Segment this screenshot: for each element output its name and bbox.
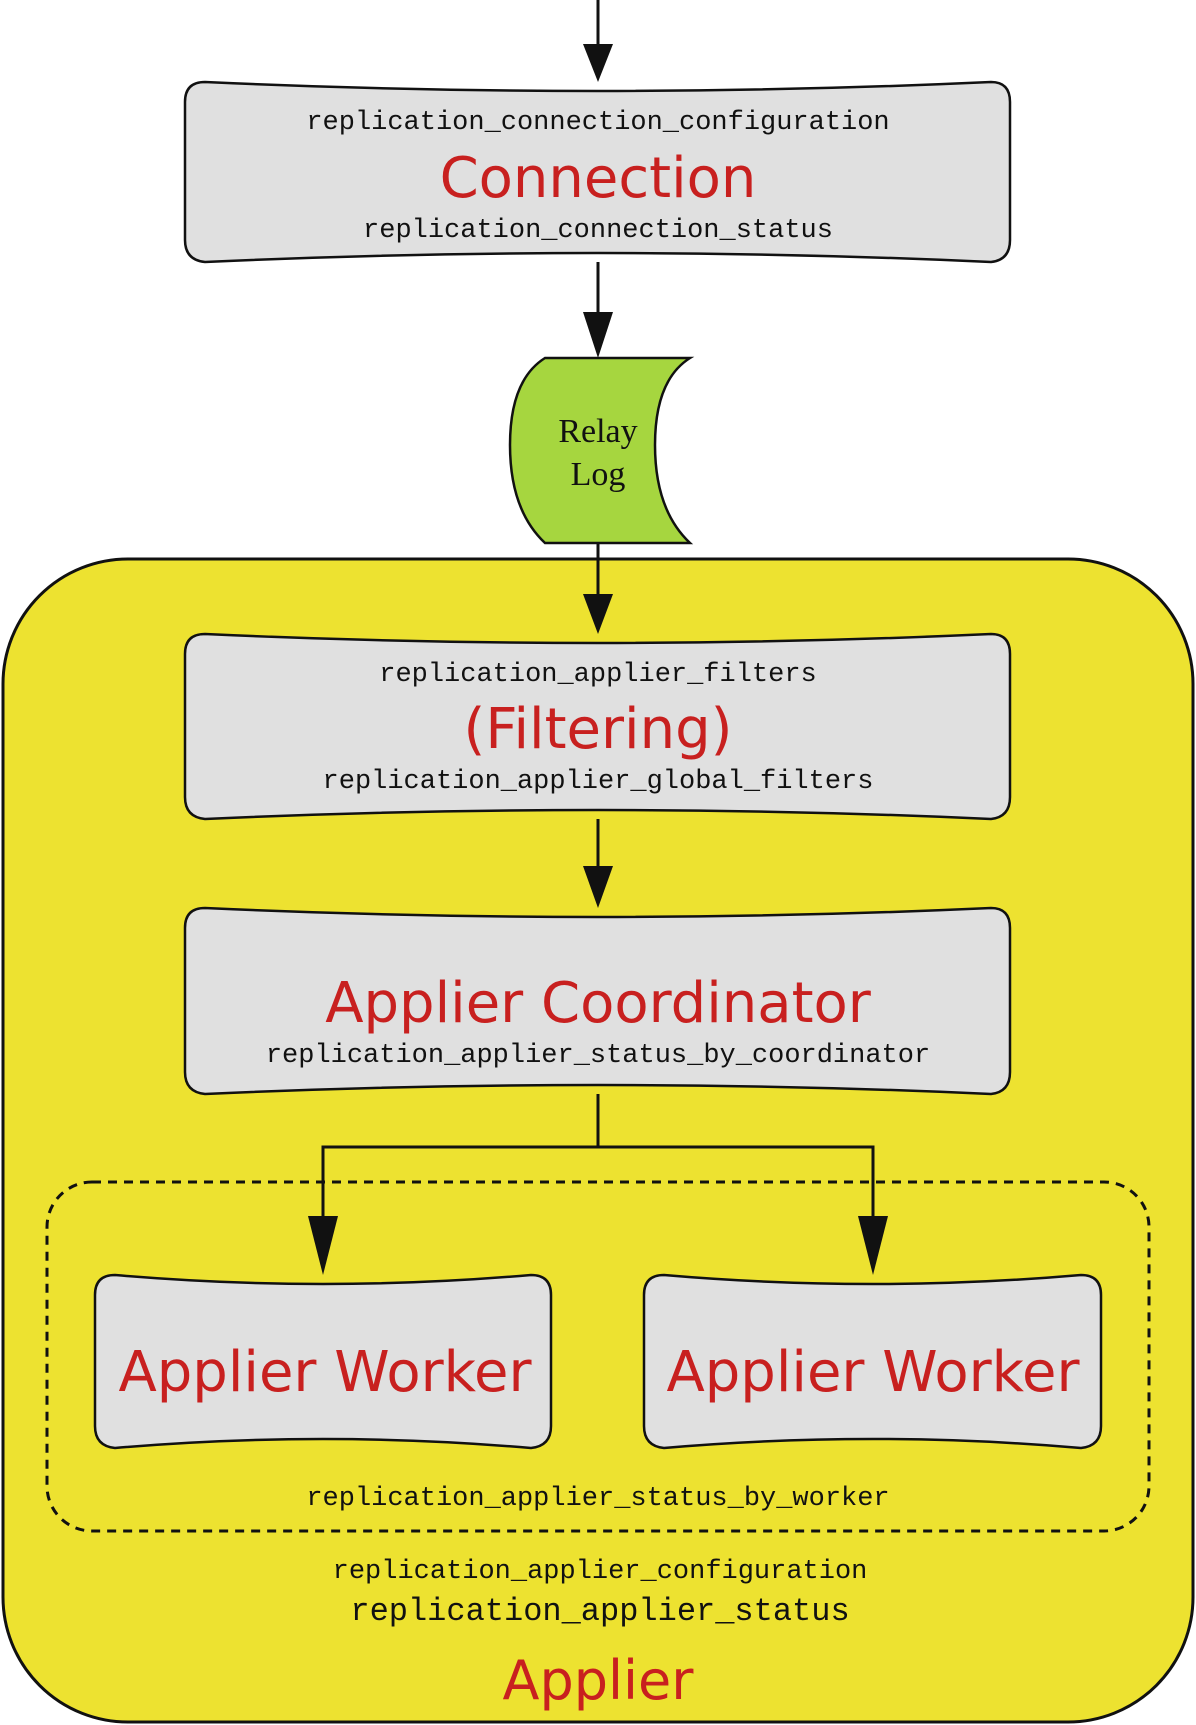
applier-title: Applier [503, 1649, 695, 1712]
arrow-filtering-to-coordinator [583, 819, 613, 908]
connection-status-table: replication_connection_status [363, 216, 833, 246]
filtering-title: (Filtering) [464, 697, 733, 762]
worker-box-right: Applier Worker [642, 1273, 1103, 1450]
relay-log-shape: Relay Log [508, 356, 695, 545]
coordinator-box: Applier Coordinator replication_applier_… [183, 906, 1012, 1096]
filters-table: replication_applier_filters [379, 660, 816, 690]
connection-title: Connection [440, 146, 757, 211]
worker-box-left: Applier Worker [93, 1273, 553, 1450]
coordinator-title: Applier Coordinator [325, 971, 872, 1036]
connection-box: replication_connection_configuration Con… [183, 80, 1012, 264]
arrow-into-connection [583, 0, 613, 82]
worker-right-title: Applier Worker [666, 1340, 1080, 1405]
worker-status-table: replication_applier_status_by_worker [306, 1484, 889, 1514]
coordinator-status-table: replication_applier_status_by_coordinato… [266, 1041, 930, 1071]
workers-group [45, 1180, 1151, 1533]
connection-config-table: replication_connection_configuration [306, 108, 889, 138]
global-filters-table: replication_applier_global_filters [323, 767, 874, 797]
applier-status-table: replication_applier_status [350, 1593, 849, 1630]
arrow-relay-to-filtering [583, 543, 613, 634]
arrow-connection-to-relay [583, 262, 613, 358]
worker-left-title: Applier Worker [118, 1340, 532, 1405]
relay-log-label-line2: Log [571, 456, 626, 493]
relay-log-label-line1: Relay [558, 413, 637, 450]
arrows-coordinator-to-workers [308, 1094, 888, 1275]
applier-config-table: replication_applier_configuration [333, 1557, 868, 1587]
filtering-box: replication_applier_filters (Filtering) … [183, 632, 1012, 821]
